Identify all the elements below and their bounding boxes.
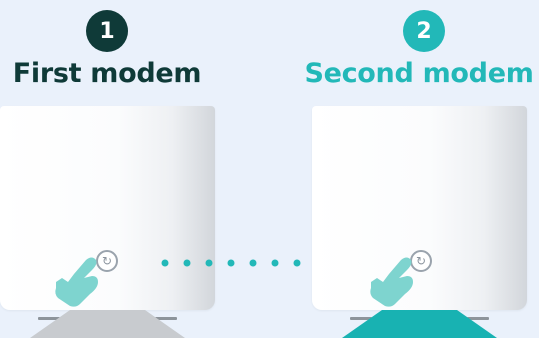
pointing-hand-icon [52, 252, 104, 308]
pointing-hand-icon [367, 252, 419, 308]
step-1-badge: 1 [86, 10, 128, 52]
first-modem-body [0, 106, 215, 310]
second-modem-title: Second modem [299, 58, 539, 89]
step-2-badge: 2 [403, 10, 445, 52]
first-modem-title: First modem [0, 58, 214, 89]
first-modem-light [30, 310, 185, 338]
second-modem-light [342, 310, 497, 338]
second-modem-body [312, 106, 527, 310]
